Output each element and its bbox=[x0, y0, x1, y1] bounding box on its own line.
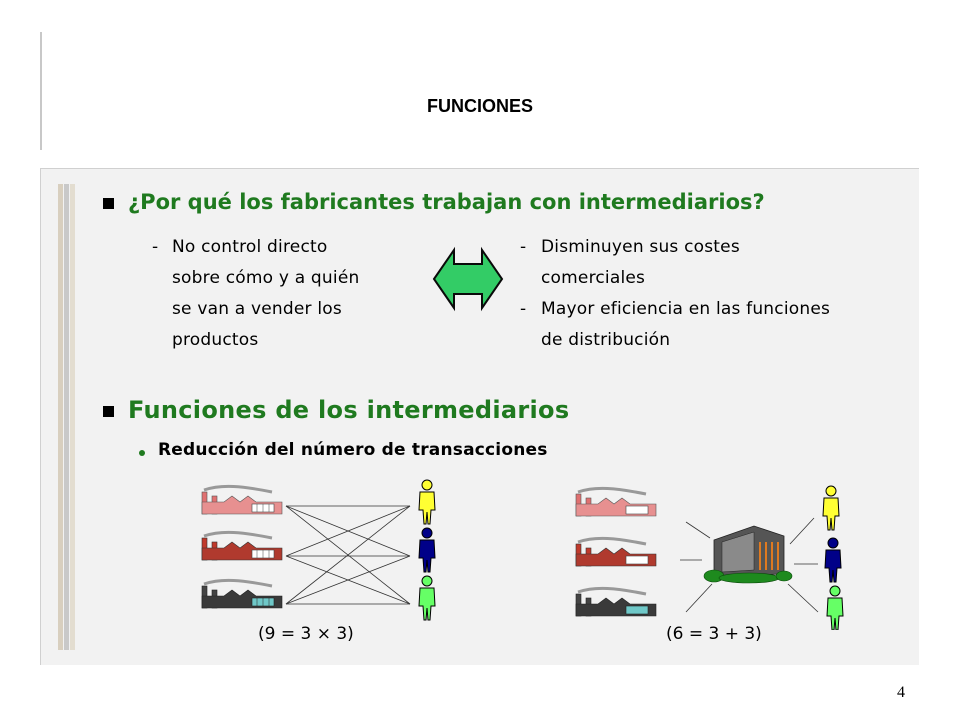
factory-icon bbox=[575, 536, 657, 567]
direct-transactions-diagram bbox=[201, 479, 436, 621]
factory-icon bbox=[201, 530, 283, 561]
left-dash: - bbox=[152, 237, 159, 257]
question-text: ¿Por qué los fabricantes trabajan con in… bbox=[128, 190, 765, 214]
left-points: No control directo sobre cómo y a quién … bbox=[172, 232, 359, 356]
person-icon bbox=[826, 585, 844, 630]
content-panel bbox=[40, 168, 919, 665]
square-bullet-icon bbox=[103, 406, 114, 417]
person-icon bbox=[418, 479, 436, 525]
square-bullet-icon bbox=[103, 198, 114, 209]
right-point-1-line-1: Disminuyen sus costes bbox=[541, 237, 740, 257]
transaction-lines bbox=[680, 517, 819, 613]
double-arrow-icon bbox=[432, 246, 504, 312]
panel-stripe-1 bbox=[58, 184, 63, 650]
person-icon bbox=[418, 575, 436, 621]
factory-icon bbox=[575, 586, 657, 617]
equation-intermediary: (6 = 3 + 3) bbox=[666, 624, 762, 644]
transaction-lines bbox=[285, 505, 411, 605]
right-point-2-line-2: de distribución bbox=[541, 330, 671, 350]
left-line-2: sobre cómo y a quién bbox=[172, 268, 360, 288]
panel-stripe-2 bbox=[64, 184, 69, 650]
person-icon bbox=[822, 485, 840, 531]
factory-icon bbox=[575, 486, 657, 517]
equation-direct: (9 = 3 × 3) bbox=[258, 624, 354, 644]
right-dash-1: - bbox=[520, 237, 527, 257]
intermediary-diagram bbox=[575, 485, 844, 630]
building-icon bbox=[703, 525, 793, 584]
page-number: 4 bbox=[897, 684, 905, 701]
right-point-1-line-2: comerciales bbox=[541, 268, 646, 288]
right-point-1: Disminuyen sus costes comerciales bbox=[541, 232, 740, 294]
title-frame bbox=[40, 32, 74, 150]
left-line-3: se van a vender los bbox=[172, 299, 342, 319]
factory-icon bbox=[201, 484, 283, 515]
right-dash-2: - bbox=[520, 299, 527, 319]
left-line-1: No control directo bbox=[172, 237, 328, 257]
slide-heading: FUNCIONES bbox=[426, 96, 533, 116]
right-point-2: Mayor eficiencia en las funciones de dis… bbox=[541, 294, 830, 356]
right-point-2-line-1: Mayor eficiencia en las funciones bbox=[541, 299, 831, 319]
factory-icon bbox=[201, 578, 283, 609]
sub-bullet-text: Reducción del número de transacciones bbox=[158, 440, 548, 460]
person-icon bbox=[824, 537, 842, 583]
section-title: Funciones de los intermediarios bbox=[128, 396, 570, 424]
left-line-4: productos bbox=[172, 330, 259, 350]
panel-stripe-3 bbox=[70, 184, 75, 650]
dot-bullet-icon bbox=[139, 450, 145, 456]
person-icon bbox=[418, 527, 436, 573]
